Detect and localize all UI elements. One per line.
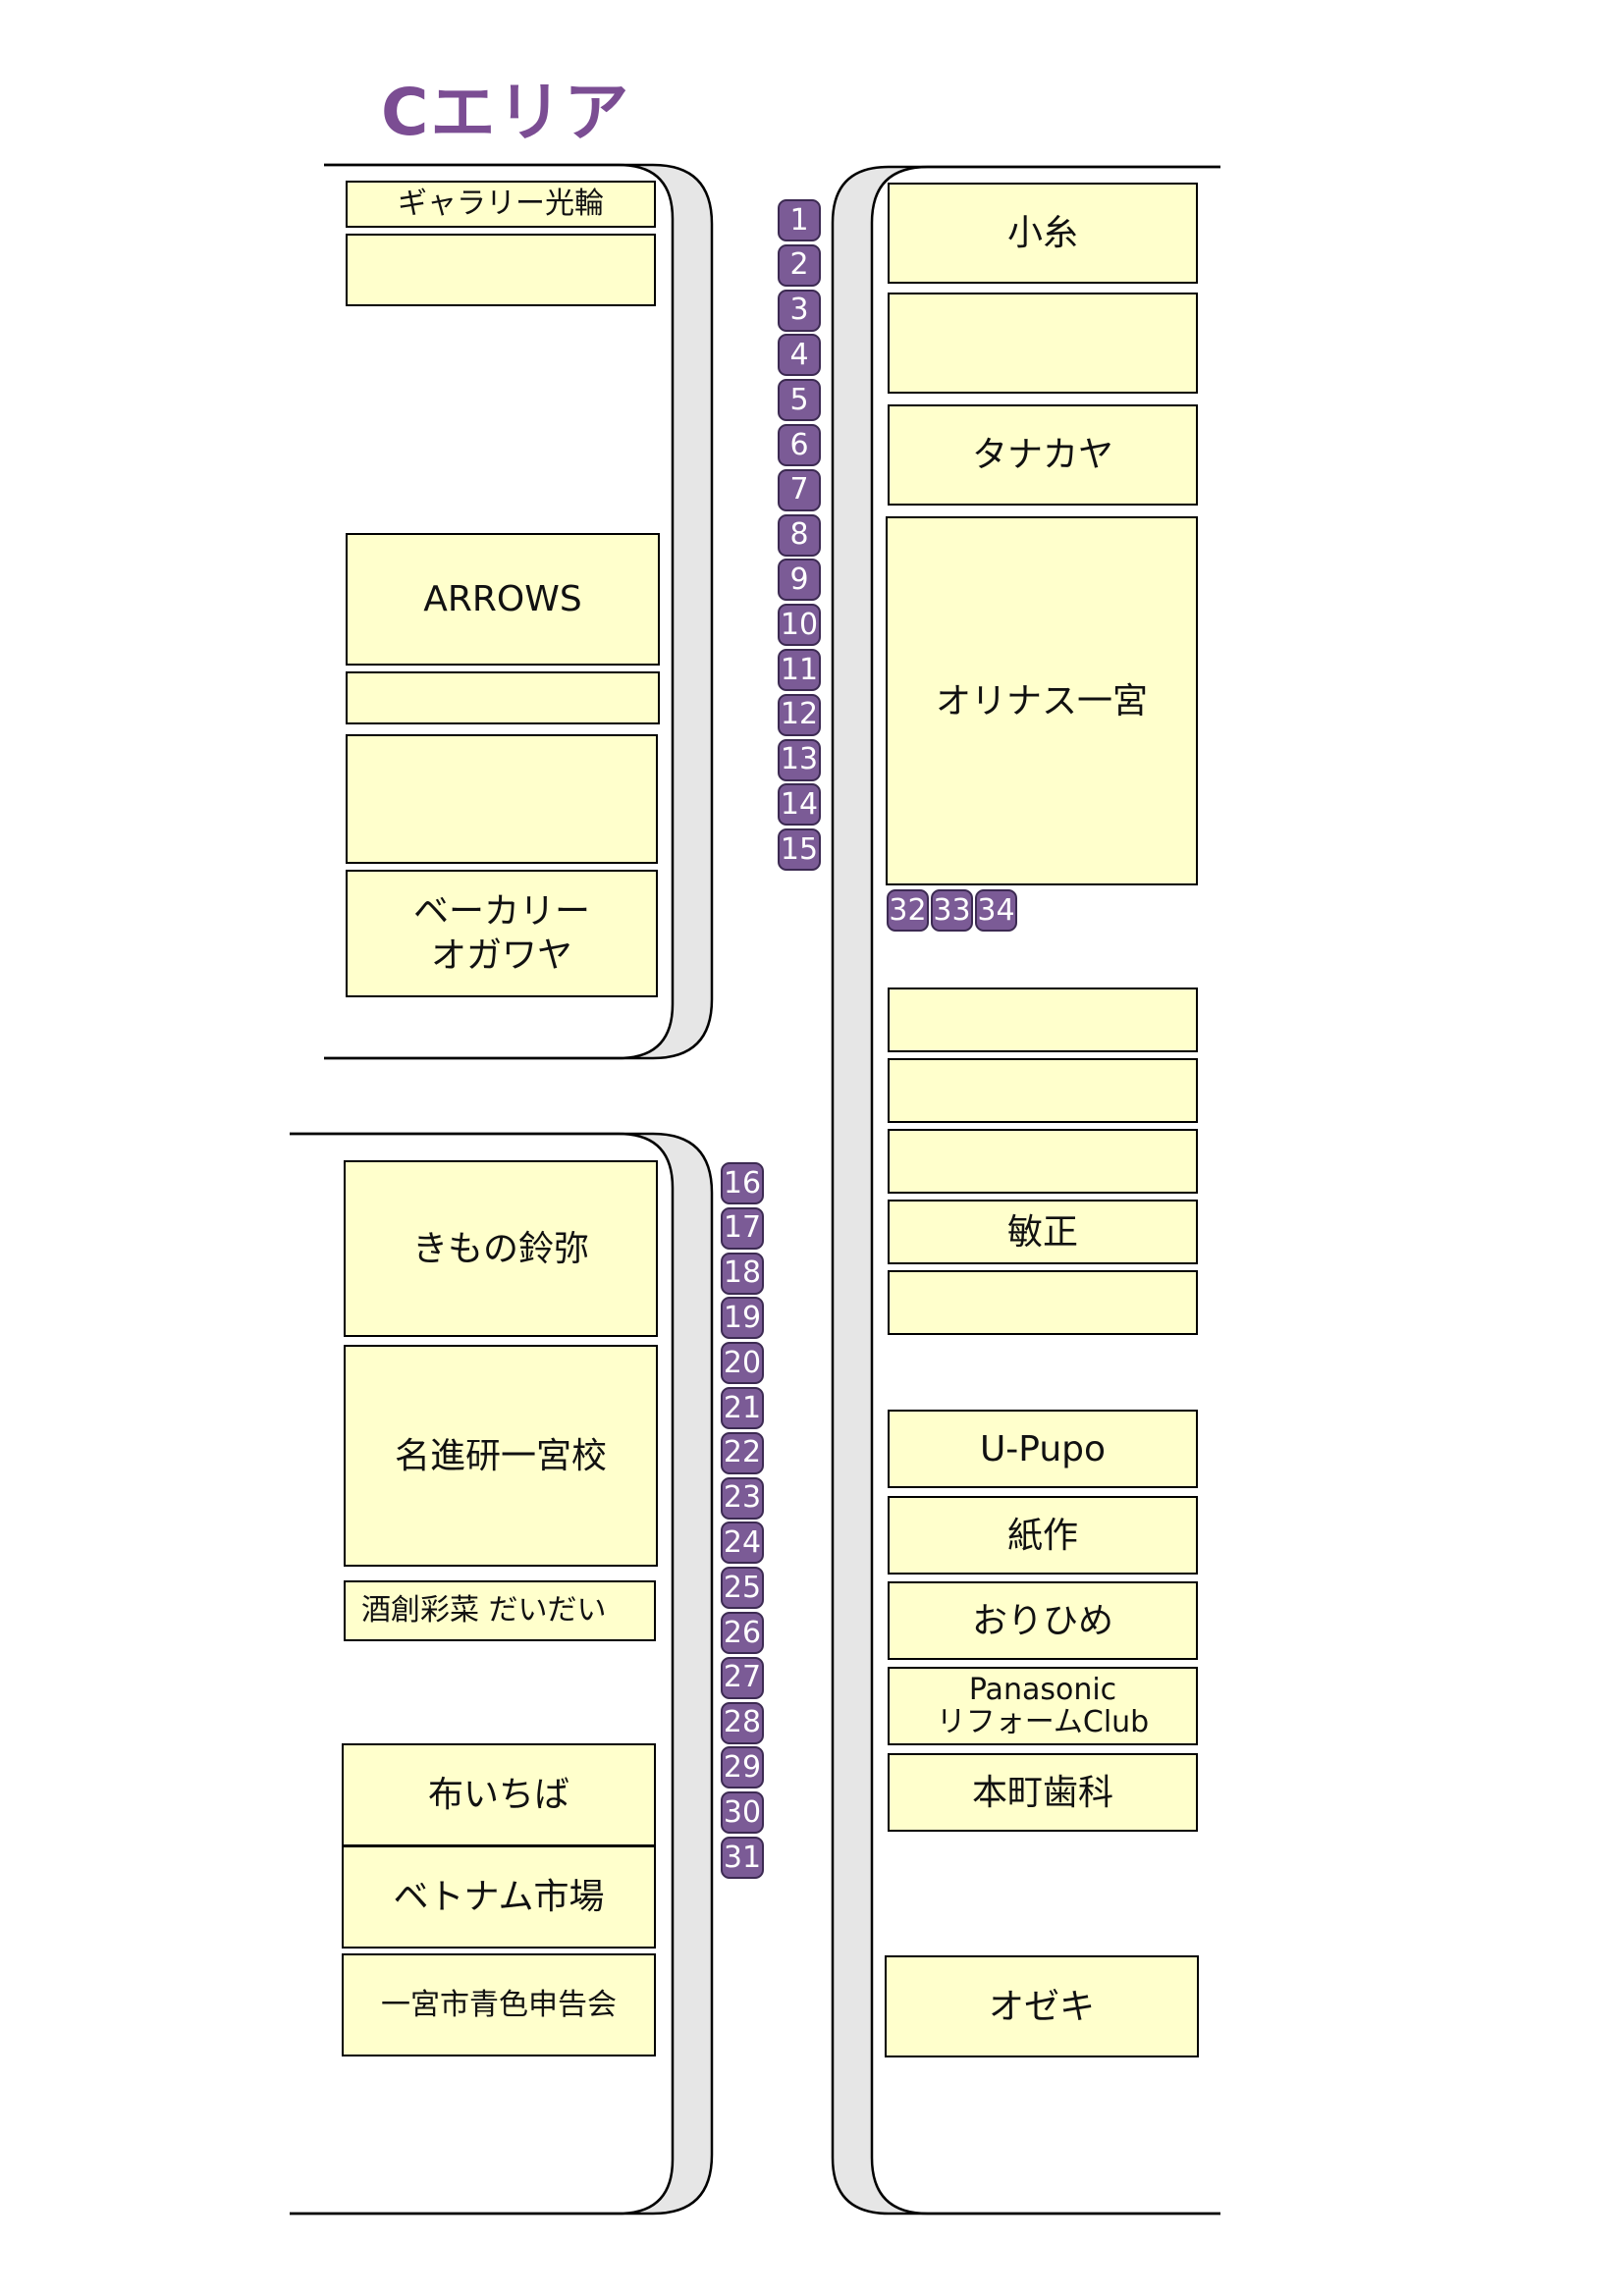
stall-11[interactable]: 11 xyxy=(778,649,821,691)
shop-honmachi-shika[interactable]: 本町歯科 xyxy=(888,1753,1198,1832)
shop-nunoichiba[interactable]: 布いちば xyxy=(342,1743,656,1846)
stall-26[interactable]: 26 xyxy=(721,1612,764,1654)
curb-right xyxy=(831,165,890,2216)
stall-27[interactable]: 27 xyxy=(721,1656,764,1699)
stall-3[interactable]: 3 xyxy=(778,289,821,332)
shop-aoiro-shinkokukai[interactable]: 一宮市青色申告会 xyxy=(342,1953,656,2056)
stall-4[interactable]: 4 xyxy=(778,334,821,377)
shop-koito[interactable]: 小糸 xyxy=(888,183,1198,284)
stall-15[interactable]: 15 xyxy=(778,828,821,872)
stall-22[interactable]: 22 xyxy=(721,1431,764,1474)
stall-12[interactable]: 12 xyxy=(778,693,821,736)
shop-u-pupo[interactable]: U-Pupo xyxy=(888,1410,1198,1488)
shop-bakery-ogawaya[interactable]: ベーカリー オガワヤ xyxy=(346,870,658,997)
stall-30[interactable]: 30 xyxy=(721,1791,764,1835)
shop-binsho[interactable]: 敏正 xyxy=(888,1200,1198,1264)
shop-orinasu-ichinomiya[interactable]: オリナス一宮 xyxy=(886,516,1198,885)
stall-19[interactable]: 19 xyxy=(721,1297,764,1340)
shop-meishinken[interactable]: 名進研一宮校 xyxy=(344,1345,658,1567)
stall-10[interactable]: 10 xyxy=(778,604,821,647)
shop-blank[interactable] xyxy=(346,734,658,864)
shop-blank[interactable] xyxy=(346,671,660,724)
shop-kimono-suzuya[interactable]: きもの鈴弥 xyxy=(344,1160,658,1337)
stall-16[interactable]: 16 xyxy=(721,1162,764,1204)
stall-2[interactable]: 2 xyxy=(778,243,821,287)
stall-20[interactable]: 20 xyxy=(721,1342,764,1385)
stall-18[interactable]: 18 xyxy=(721,1252,764,1295)
stall-25[interactable]: 25 xyxy=(721,1567,764,1610)
stall-33[interactable]: 33 xyxy=(931,889,973,932)
shop-gallery-kourin[interactable]: ギャラリー光輪 xyxy=(346,181,656,228)
stall-14[interactable]: 14 xyxy=(778,783,821,827)
curb-lower-left xyxy=(652,1132,714,2216)
stall-5[interactable]: 5 xyxy=(778,379,821,422)
stall-8[interactable]: 8 xyxy=(778,513,821,557)
stall-24[interactable]: 24 xyxy=(721,1522,764,1565)
shop-blank[interactable] xyxy=(346,234,656,306)
curb-upper-left xyxy=(652,163,714,1060)
stall-34[interactable]: 34 xyxy=(975,889,1017,932)
shop-blank[interactable] xyxy=(888,988,1198,1052)
shop-panasonic-reform-club[interactable]: Panasonic リフォームClub xyxy=(888,1667,1198,1745)
stall-31[interactable]: 31 xyxy=(721,1837,764,1879)
stall-28[interactable]: 28 xyxy=(721,1701,764,1744)
shop-blank[interactable] xyxy=(888,1270,1198,1335)
shop-blank[interactable] xyxy=(888,293,1198,394)
stall-32[interactable]: 32 xyxy=(887,889,929,932)
shop-tanakaya[interactable]: タナカヤ xyxy=(888,404,1198,506)
stall-6[interactable]: 6 xyxy=(778,424,821,466)
shop-blank[interactable] xyxy=(888,1129,1198,1194)
stall-21[interactable]: 21 xyxy=(721,1387,764,1429)
stall-7[interactable]: 7 xyxy=(778,468,821,511)
shop-arrows[interactable]: ARROWS xyxy=(346,533,660,666)
shop-vietnam-ichiba[interactable]: ベトナム市場 xyxy=(342,1845,656,1949)
area-title: Cエリア xyxy=(381,75,631,150)
shop-blank[interactable] xyxy=(888,1058,1198,1123)
stall-17[interactable]: 17 xyxy=(721,1206,764,1250)
stall-29[interactable]: 29 xyxy=(721,1746,764,1789)
stall-13[interactable]: 13 xyxy=(778,738,821,781)
stall-23[interactable]: 23 xyxy=(721,1476,764,1520)
shop-kamisaku[interactable]: 紙作 xyxy=(888,1496,1198,1575)
shop-ozeki[interactable]: オゼキ xyxy=(885,1955,1199,2057)
shop-daidai[interactable]: 酒創彩菜 だいだい xyxy=(344,1580,656,1641)
stall-1[interactable]: 1 xyxy=(778,199,821,241)
stall-9[interactable]: 9 xyxy=(778,559,821,602)
shop-orihime[interactable]: おりひめ xyxy=(888,1581,1198,1660)
